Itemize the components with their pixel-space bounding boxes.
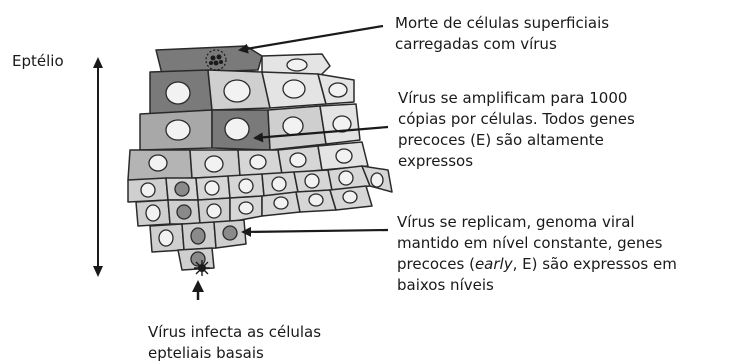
virus-cluster-icon [205,49,227,71]
nucleus [238,178,254,194]
label-line: carregadas com vírus [395,35,557,53]
virus-particles [194,49,227,276]
label-segment: , E) são expressos em [512,255,677,273]
nucleus [222,225,238,241]
nucleus [165,119,191,141]
label-italic-segment: early [474,255,513,273]
label-line: expressos [398,152,474,170]
epithelium-height-arrow [93,57,103,277]
nucleus [148,154,168,172]
arrow-low [241,226,389,237]
label-line: mantido em nível constante, genes [397,234,663,252]
nucleus [304,173,320,189]
nucleus [206,203,222,219]
nucleus [249,154,267,170]
nucleus [342,190,358,204]
nucleus [140,182,156,198]
nucleus [271,176,287,192]
nucleus [174,181,190,197]
label-line: precoces (early, E) são expressos em [397,254,677,275]
nucleus [308,193,324,207]
epithelium-label: Eptélio [12,52,64,70]
label-segment: precoces ( [397,255,475,273]
nucleus [204,155,224,173]
nucleus [190,227,206,245]
label-line: Morte de células superficiais [395,14,610,32]
nucleus [328,82,348,98]
arrow-top [238,24,384,54]
nucleus [338,170,354,186]
amplification-label: Vírus se amplificam para 1000 cópias por… [398,88,635,172]
label-line: epteliais basais [148,344,264,362]
nucleus [158,229,174,247]
label-line: Vírus se replicam, genoma viral [397,213,635,231]
nucleus [282,79,306,99]
superficial-death-label: Morte de células superficiais carregadas… [395,13,609,55]
nucleus [332,115,352,133]
label-line: cópias por células. Todos genes [398,110,635,128]
label-line: Vírus se amplificam para 1000 [398,89,628,107]
nucleus [223,79,251,103]
virus-particle-icon [194,260,210,276]
nucleus [238,201,254,215]
nucleus [224,117,250,141]
arrow-mid [253,125,389,143]
nucleus [204,180,220,196]
arrow-bottom [192,280,204,300]
nucleus [273,196,289,210]
nucleus [176,204,192,220]
nucleus [335,148,353,164]
replication-label: Vírus se replicam, genoma viral mantido … [397,212,677,296]
nucleus [289,152,307,168]
label-line: baixos níveis [397,276,494,294]
nucleus [286,58,308,72]
label-line: Vírus infecta as células [148,323,322,341]
nucleus [165,81,191,105]
pointer-arrows [238,24,389,237]
nuclei [140,58,384,267]
nucleus [145,204,161,222]
label-line: precoces (E) são altamente [398,131,604,149]
infection-label: Vírus infecta as células epteliais basai… [148,322,321,364]
nucleus [282,116,304,136]
nucleus [370,172,384,188]
